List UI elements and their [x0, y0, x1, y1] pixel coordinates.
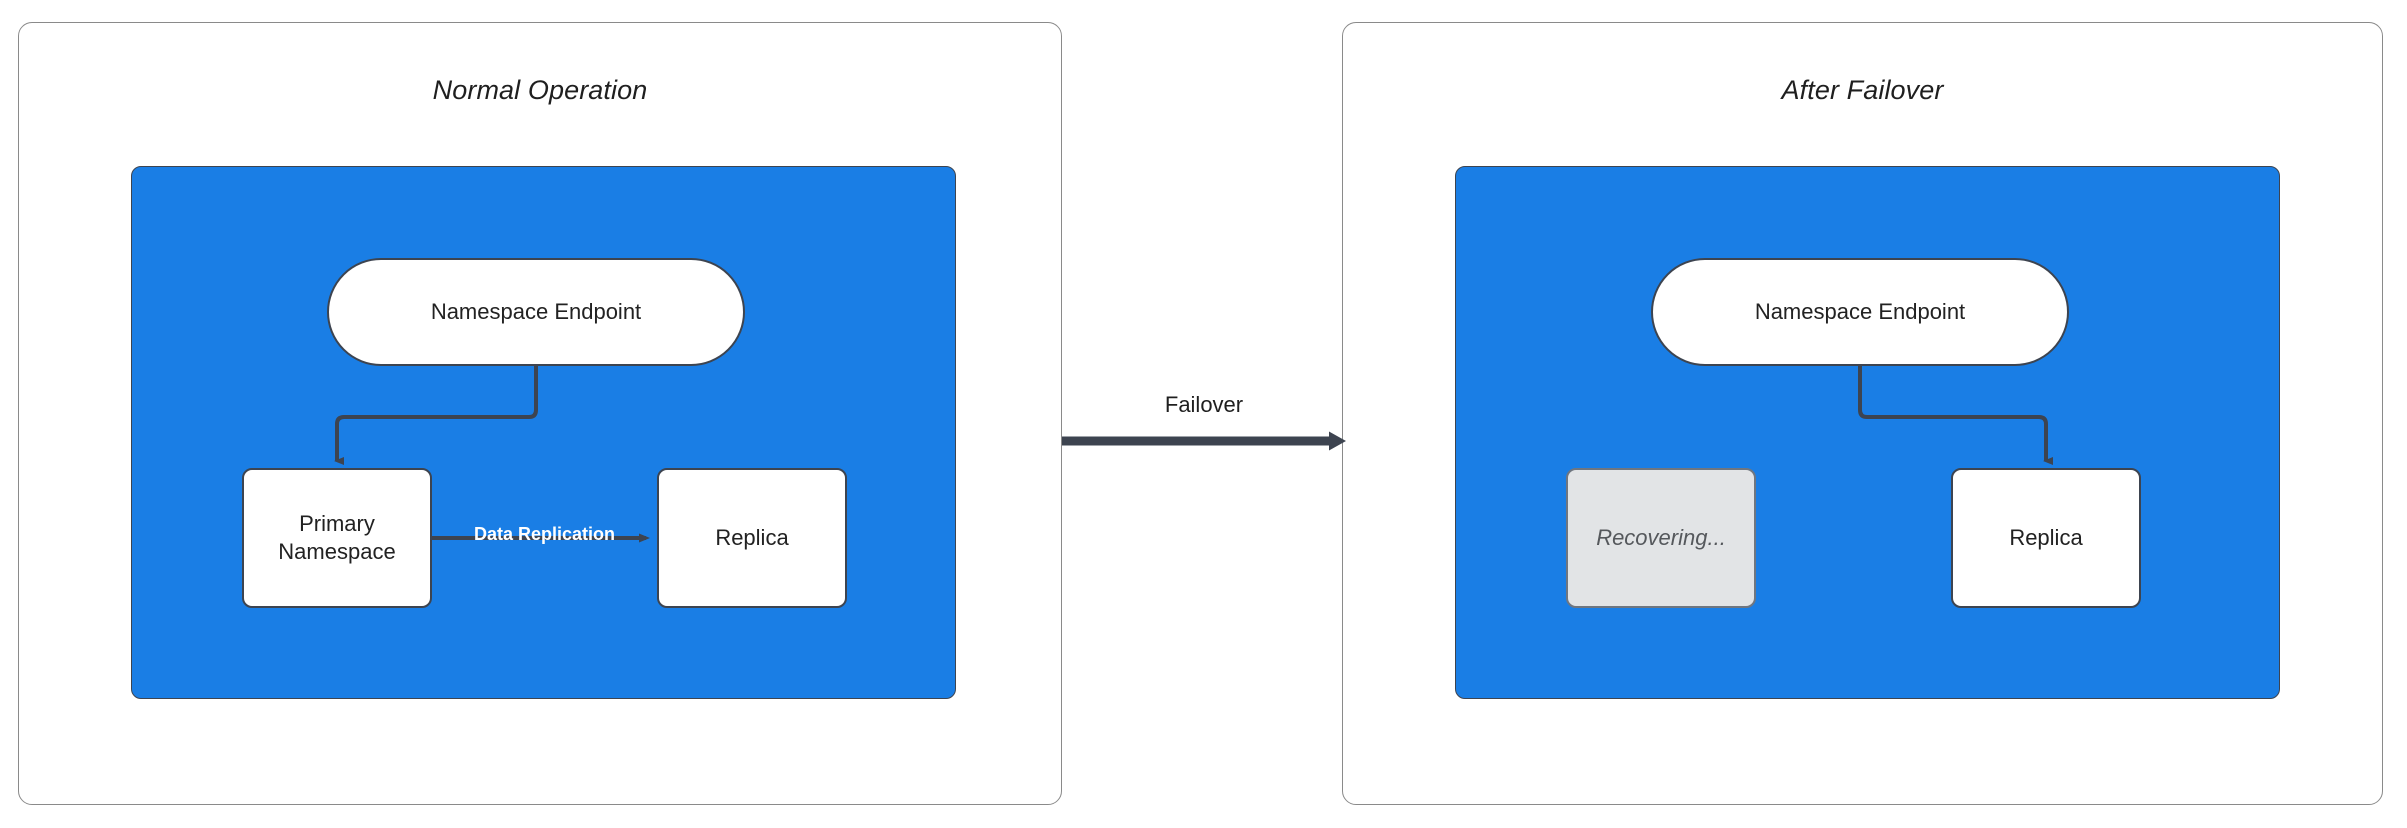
zone-normal-operation: Data Replication Namespace Endpoint Prim…: [131, 166, 956, 699]
connector-endpoint-to-replica: [1858, 366, 2053, 465]
node-replica-left[interactable]: Replica: [657, 468, 847, 608]
node-primary-namespace-line1: Primary: [299, 511, 375, 537]
node-replica-right[interactable]: Replica: [1951, 468, 2141, 608]
failover-arrow: [1062, 431, 1346, 451]
failover-arrow-label: Failover: [1164, 392, 1244, 417]
node-primary-namespace[interactable]: Primary Namespace: [242, 468, 432, 608]
panel-title-after-failover: After Failover: [1781, 75, 1944, 105]
zone-after-failover: Namespace Endpoint Recovering... Replica: [1455, 166, 2280, 699]
node-primary-namespace-line2: Namespace: [278, 539, 396, 564]
panel-after-failover: After Failover Namespace Endpoint Recove…: [1342, 22, 2383, 805]
edge-label-data-replication: Data Replication: [473, 524, 616, 544]
node-recovering[interactable]: Recovering...: [1566, 468, 1756, 608]
connector-endpoint-to-primary: [334, 366, 650, 543]
panel-title-normal-operation: Normal Operation: [432, 75, 648, 105]
node-namespace-endpoint-left[interactable]: Namespace Endpoint: [327, 258, 745, 366]
panel-normal-operation: Normal Operation Data Replication Namesp…: [18, 22, 1062, 805]
node-namespace-endpoint-right[interactable]: Namespace Endpoint: [1651, 258, 2069, 366]
